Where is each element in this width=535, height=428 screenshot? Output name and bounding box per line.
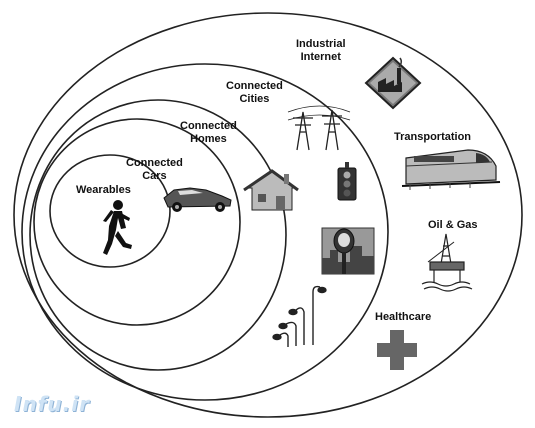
label-connected-cities: Connected Cities (226, 80, 283, 106)
label-connected-homes: Connected Homes (180, 120, 237, 146)
label-healthcare: Healthcare (375, 311, 432, 323)
street-lamp-icon (272, 285, 327, 347)
train-icon (401, 149, 501, 190)
ring-connected-cities (21, 63, 389, 401)
label-industrial-internet-text: Industrial Internet (296, 38, 346, 63)
label-connected-cars: Connected Cars (126, 157, 183, 183)
label-connected-cities-text: Connected Cities (226, 80, 283, 105)
medical-cross-icon (377, 330, 417, 370)
label-wearables: Wearables (76, 184, 131, 196)
traffic-light-icon (337, 162, 357, 201)
ring-wearables (49, 154, 171, 268)
runner-icon (103, 200, 132, 255)
factory-icon (364, 56, 422, 110)
power-tower-icon (287, 105, 351, 151)
parking-meter-icon (321, 227, 375, 275)
ring-connected-homes (29, 99, 287, 371)
ring-connected-cars (33, 118, 241, 326)
label-connected-homes-text: Connected Homes (180, 120, 237, 145)
label-industrial-internet: Industrial Internet (296, 38, 346, 64)
label-transportation: Transportation (394, 131, 472, 143)
label-connected-cars-text: Connected Cars (126, 157, 183, 182)
label-oil-gas: Oil & Gas (428, 219, 478, 231)
car-icon (163, 187, 232, 212)
oil-rig-icon (421, 233, 473, 292)
ring-industrial-internet (13, 12, 523, 418)
watermark: Infu.ir (14, 392, 90, 416)
house-icon (243, 169, 299, 211)
